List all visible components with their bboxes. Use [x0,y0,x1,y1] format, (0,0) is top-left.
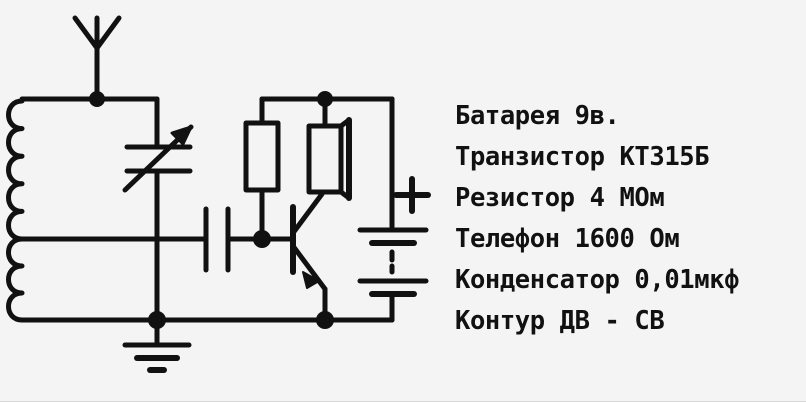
capacitor-symbol [203,206,231,273]
junction-dots [89,91,334,329]
junction-dot-supply [317,91,333,107]
ground-symbol [122,317,192,373]
junction-dot-antenna [89,91,105,107]
legend-line-telephone: Телефон 1600 Ом [455,224,680,254]
resistor-symbol [243,120,281,193]
variable-capacitor-symbol [122,96,194,323]
antenna-symbol [72,15,122,102]
telephone-earpiece-symbol [306,96,352,201]
junction-dot-emitter [316,311,334,329]
component-legend: Батарея 9в. Транзистор КТ315Б Резистор 4… [455,96,800,342]
battery-symbol [322,96,431,323]
npn-transistor-symbol [290,191,328,323]
junction-dot-ground [148,311,166,329]
legend-line-resistor: Резистор 4 МОм [455,183,665,213]
circuit-schematic [6,15,431,373]
legend-line-battery: Батарея 9в. [455,101,620,131]
legend-line-capacitor: Конденсатор 0,01мкф [455,265,740,295]
legend-line-tank-circuit: Контур ДВ - СВ [455,306,665,336]
tapped-inductor-symbol [6,98,25,323]
battery-plus-marking [393,176,431,214]
legend-line-transistor: Транзистор КТ315Б [455,142,710,172]
junction-dot-base [253,230,271,248]
